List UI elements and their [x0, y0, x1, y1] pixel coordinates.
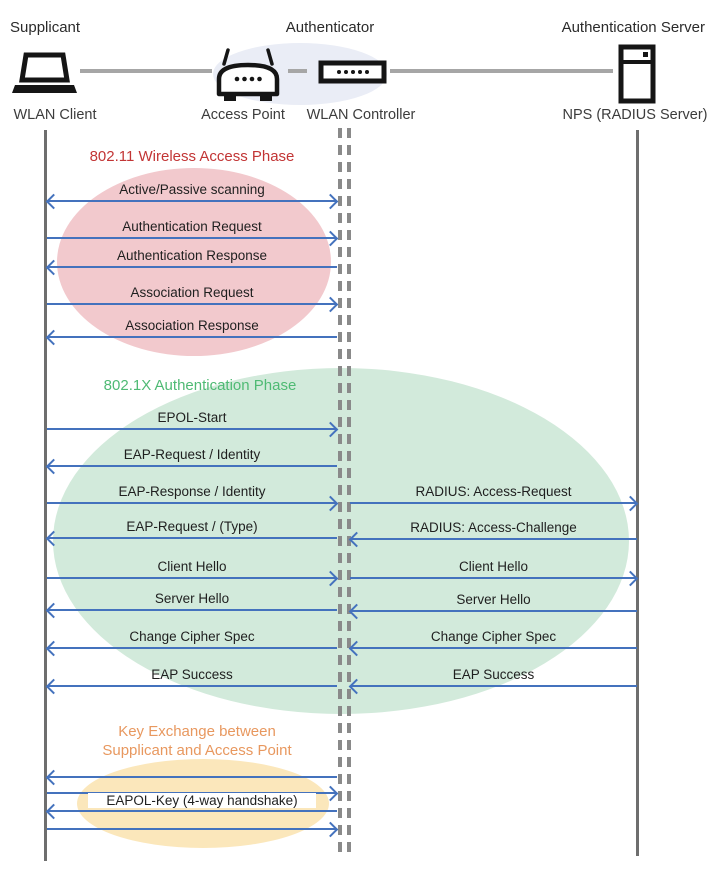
- actor-label-nps: NPS (RADIUS Server): [562, 107, 708, 123]
- phase1-title: 802.11 Wireless Access Phase: [89, 148, 295, 165]
- arrow-eap-request-identity: [47, 465, 337, 467]
- lifeline-wlan-controller-2: [347, 128, 351, 852]
- arrow-server-hello-left: [47, 609, 337, 611]
- lifeline-nps-server: [636, 130, 639, 856]
- message-label: EPOL-Start: [157, 410, 227, 425]
- message-label: EAP Success: [452, 667, 535, 682]
- arrow-client-hello-left: [47, 577, 337, 579]
- arrow-eap-success-left: [47, 685, 337, 687]
- arrow-eapol-key-msg4: [47, 828, 337, 830]
- message-label: EAP-Request / Identity: [123, 447, 261, 462]
- message-label: Change Cipher Spec: [129, 629, 255, 644]
- arrow-eapol-key-msg1: [47, 776, 337, 778]
- arrow-eap-request-type: [47, 537, 337, 539]
- arrow-eap-response-identity: [47, 502, 337, 504]
- lifeline-wlan-controller-1: [338, 128, 342, 852]
- message-label: EAP-Response / Identity: [118, 484, 266, 499]
- message-label: Association Request: [130, 285, 254, 300]
- lifeline-wlan-client: [44, 130, 47, 861]
- phase2-title: 802.1X Authentication Phase: [103, 377, 297, 394]
- access-point-icon: [214, 47, 282, 108]
- arrow-association-request: [47, 303, 337, 305]
- server-icon: [618, 44, 656, 109]
- message-label: EAP-Request / (Type): [126, 519, 258, 534]
- arrow-change-cipher-spec-left: [47, 647, 337, 649]
- arrow-change-cipher-spec-right: [350, 647, 637, 649]
- arrow-association-response: [47, 336, 337, 338]
- wlan-controller-icon: [318, 60, 387, 89]
- message-label: Server Hello: [154, 591, 230, 606]
- arrow-eapol-key-msg3: [47, 810, 337, 812]
- connector-line-middle: [288, 69, 307, 73]
- message-label: Client Hello: [458, 559, 529, 574]
- message-label: Server Hello: [456, 592, 531, 607]
- actor-label-wlan-client: WLAN Client: [13, 107, 97, 123]
- arrow-authentication-request: [47, 237, 337, 239]
- role-authenticator: Authenticator: [285, 19, 375, 36]
- phase3-title-line1: Key Exchange between: [118, 723, 276, 740]
- message-label: Authentication Request: [122, 219, 262, 234]
- arrow-radius-access-request: [350, 502, 637, 504]
- arrow-server-hello-right: [350, 610, 637, 612]
- message-label: RADIUS: Access-Request: [415, 484, 572, 499]
- message-label: RADIUS: Access-Challenge: [410, 520, 577, 535]
- message-label: EAP Success: [151, 667, 233, 682]
- connector-line-left: [80, 69, 212, 73]
- message-label: Association Response: [125, 318, 259, 333]
- message-label: Change Cipher Spec: [430, 629, 557, 644]
- message-label: Active/Passive scanning: [119, 182, 265, 197]
- arrow-radius-access-challenge: [350, 538, 637, 540]
- arrow-client-hello-right: [350, 577, 637, 579]
- connector-line-right: [390, 69, 613, 73]
- actor-label-wlan-controller: WLAN Controller: [306, 107, 416, 123]
- arrow-authentication-response: [47, 266, 337, 268]
- message-label: Client Hello: [157, 559, 227, 574]
- arrow-eap-success-right: [350, 685, 637, 687]
- role-supplicant: Supplicant: [10, 19, 81, 36]
- role-authentication-server: Authentication Server: [561, 19, 705, 36]
- actor-label-access-point: Access Point: [201, 107, 285, 123]
- message-label: Authentication Response: [116, 248, 268, 263]
- phase3-title-line2: Supplicant and Access Point: [102, 742, 292, 759]
- arrow-epol-start: [47, 428, 337, 430]
- message-label-eapol-key: EAPOL-Key (4-way handshake): [88, 793, 316, 808]
- arrow-active-passive-scanning: [47, 200, 337, 202]
- phase3-title: Key Exchange between Supplicant and Acce…: [47, 722, 347, 760]
- laptop-icon: [12, 52, 77, 102]
